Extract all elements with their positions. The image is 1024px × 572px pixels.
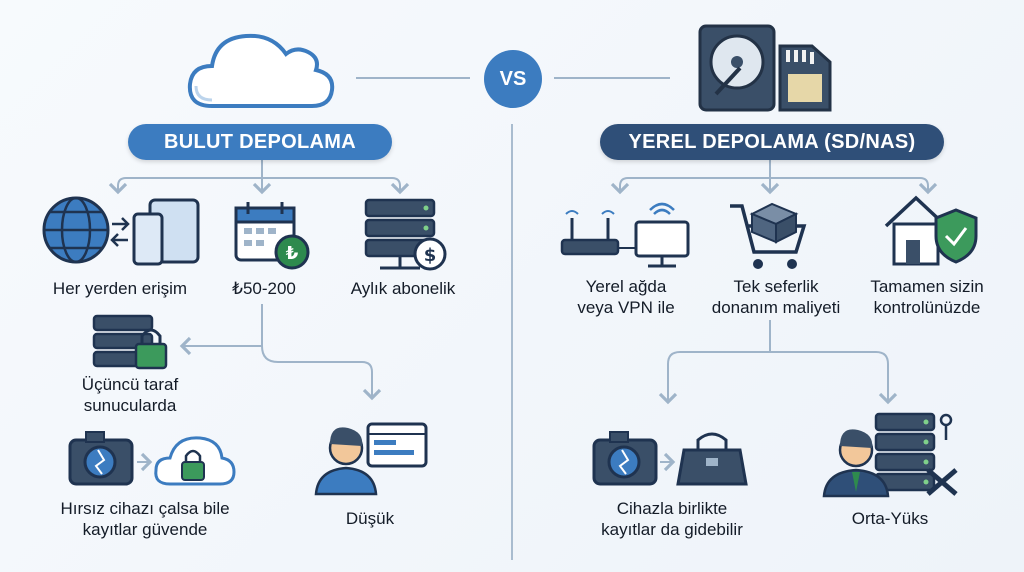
price-label: ₺50-200 — [232, 279, 296, 298]
camera-bag-icon — [592, 431, 748, 486]
mid-high-level-label: Orta-Yüks — [851, 509, 929, 528]
full-control-label: Tamamen sizin kontrolünüzde — [860, 276, 994, 318]
one-time-cost-label: Tek seferlik donanım maliyeti — [700, 276, 852, 318]
globe-devices-icon — [42, 196, 200, 266]
cart-hardware-icon — [730, 202, 807, 269]
records-may-go-label: Cihazla birlikte kayıtlar da gidebilir — [582, 498, 762, 540]
hard-drive-icon — [698, 24, 776, 112]
calendar-lira-icon: ₺ — [234, 202, 310, 270]
low-level-label: Düşük — [345, 509, 395, 528]
records-may-go-line1: Cihazla birlikte — [616, 499, 728, 518]
camera-cloud-lock-icon — [68, 431, 236, 486]
svg-text:₺: ₺ — [286, 243, 299, 264]
sd-card-icon — [778, 44, 832, 112]
theft-safe-line1: Hırsız cihazı çalsa bile — [60, 499, 230, 518]
third-party-servers-label: Üçüncü taraf sunucularda — [60, 374, 200, 416]
third-party-servers-line1: Üçüncü taraf — [81, 375, 179, 394]
access-anywhere-label: Her yerden erişim — [52, 279, 188, 298]
svg-text:$: $ — [424, 245, 437, 266]
records-may-go-line2: kayıtlar da gidebilir — [601, 520, 743, 539]
cloud-icon — [187, 33, 335, 108]
monthly-subscription-label: Aylık abonelik — [350, 279, 456, 298]
server-dollar-icon: $ — [364, 198, 447, 271]
full-control-line2: kontrolünüzde — [873, 298, 981, 317]
cloud-storage-title: BULUT DEPOLAMA — [128, 124, 392, 160]
theft-safe-label: Hırsız cihazı çalsa bile kayıtlar güvend… — [40, 498, 250, 540]
local-network-line2: veya VPN ile — [577, 298, 675, 317]
local-network-label: Yerel ağda veya VPN ile — [556, 276, 696, 318]
person-browser-icon — [314, 422, 428, 496]
one-time-cost-line1: Tek seferlik — [733, 277, 819, 296]
router-monitor-icon — [560, 202, 690, 268]
technician-server-icon — [822, 412, 958, 498]
connectors — [108, 77, 938, 560]
house-shield-icon — [884, 195, 978, 266]
one-time-cost-line2: donanım maliyeti — [711, 298, 841, 317]
local-network-line1: Yerel ağda — [585, 277, 667, 296]
theft-safe-line2: kayıtlar güvende — [82, 520, 208, 539]
server-lock-icon — [92, 314, 168, 370]
third-party-servers-line2: sunucularda — [83, 396, 177, 415]
local-storage-title: YEREL DEPOLAMA (SD/NAS) — [600, 124, 944, 160]
full-control-line1: Tamamen sizin — [870, 277, 984, 296]
vs-badge: VS — [484, 50, 542, 108]
